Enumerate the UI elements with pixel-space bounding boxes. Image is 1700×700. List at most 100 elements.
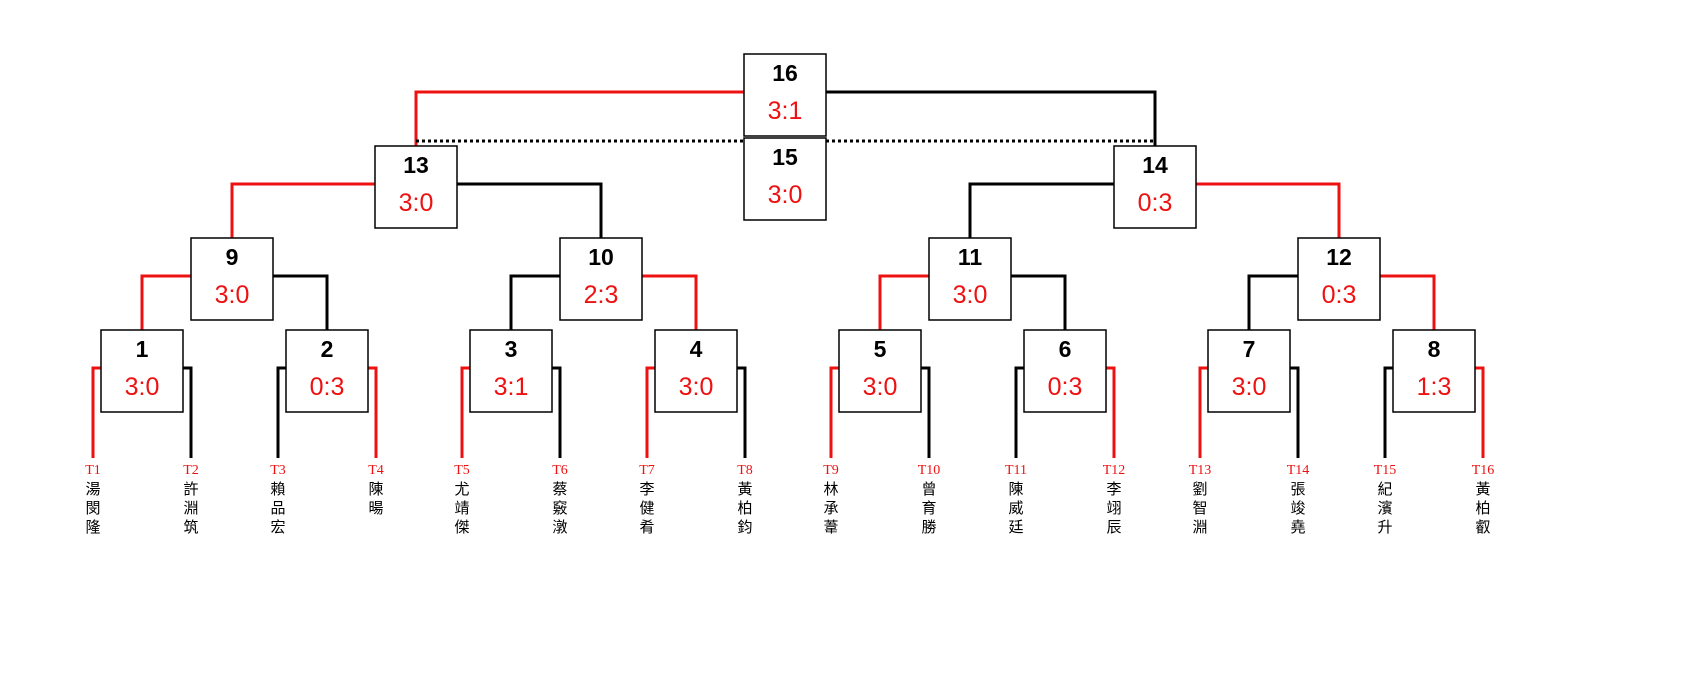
match-2: 20:3: [285, 329, 369, 413]
entry-line-2-right: [368, 366, 378, 458]
player-name-char: 承: [823, 499, 838, 517]
match-6: 60:3: [1023, 329, 1107, 413]
player-name-char: 鈞: [737, 518, 752, 536]
player-name: 陳暘: [368, 480, 383, 517]
player-name-char: 淵: [1192, 518, 1207, 536]
match-score: 0:3: [1048, 373, 1083, 401]
seed-label: T1: [85, 463, 101, 478]
match-number: 6: [1059, 336, 1072, 362]
match-14: 140:3: [1113, 145, 1197, 229]
player-name-char: 濱: [1377, 499, 1392, 517]
player-t14: T14 張竣堯: [1287, 463, 1310, 536]
match-score: 2:3: [584, 281, 619, 309]
match-3: 33:1: [469, 329, 553, 413]
match-box: [559, 237, 643, 321]
player-name-char: 黃: [1475, 480, 1490, 498]
player-name-char: 暘: [368, 499, 383, 517]
bracket-line-14-left: [968, 182, 1114, 238]
player-name-char: 威: [1008, 499, 1023, 517]
player-name-char: 靖: [454, 499, 469, 517]
seed-label: T4: [368, 463, 384, 478]
match-number: 5: [874, 336, 887, 362]
bracket-line-11-right: [1011, 274, 1067, 330]
seed-label: T10: [918, 463, 941, 478]
match-13: 133:0: [374, 145, 458, 229]
player-name-char: 淵: [183, 499, 198, 517]
player-name-char: 叡: [1475, 518, 1490, 536]
match-9: 93:0: [190, 237, 274, 321]
match-number: 14: [1142, 152, 1168, 178]
match-number: 2: [321, 336, 334, 362]
player-name-char: 升: [1377, 518, 1392, 536]
seed-label: T16: [1472, 463, 1495, 478]
entry-line-4-right: [737, 366, 747, 458]
match-box: [654, 329, 738, 413]
player-name-char: 柏: [737, 499, 752, 517]
match-score: 3:1: [494, 373, 529, 401]
player-name: 黃柏叡: [1475, 480, 1490, 536]
seed-label: T3: [270, 463, 286, 478]
seed-label: T9: [823, 463, 839, 478]
player-t4: T4 陳暘: [368, 463, 384, 517]
match-number: 1: [136, 336, 149, 362]
entry-line-4-left: [645, 366, 655, 458]
seed-label: T7: [639, 463, 655, 478]
entry-line-2-left: [276, 366, 286, 458]
seed-label: T2: [183, 463, 199, 478]
player-name-char: 閔: [85, 499, 100, 517]
player-name-char: 堯: [1290, 518, 1305, 536]
player-name-char: 湯: [85, 480, 100, 498]
player-name-char: 品: [270, 499, 285, 517]
match-11: 113:0: [928, 237, 1012, 321]
bracket-line-13-left: [230, 182, 375, 238]
entry-line-5-right: [921, 366, 931, 458]
match-box: [743, 137, 827, 221]
player-name-char: 賴: [270, 480, 285, 498]
player-name-char: 翊: [1106, 499, 1121, 517]
match-number: 10: [588, 244, 614, 270]
entry-line-8-right: [1475, 366, 1485, 458]
seed-label: T12: [1103, 463, 1126, 478]
match-16: 163:1: [743, 53, 827, 137]
player-name: 尤靖傑: [454, 480, 469, 536]
bracket-line-10-left: [509, 274, 560, 330]
player-name: 李翊辰: [1106, 480, 1121, 536]
seed-label: T6: [552, 463, 568, 478]
match-score: 3:0: [399, 189, 434, 217]
final-line-right: [826, 90, 1157, 146]
player-name-char: 辰: [1106, 518, 1121, 536]
match-score: 0:3: [1138, 189, 1173, 217]
match-number: 12: [1326, 244, 1352, 270]
player-name-char: 廷: [1008, 518, 1023, 536]
seed-label: T14: [1287, 463, 1310, 478]
match-score: 0:3: [1322, 281, 1357, 309]
bracket-line-13-right: [457, 182, 603, 238]
player-t12: T12 李翊辰: [1103, 463, 1126, 536]
match-number: 16: [772, 60, 798, 86]
match-10: 102:3: [559, 237, 643, 321]
match-number: 8: [1428, 336, 1441, 362]
player-name: 陳威廷: [1008, 480, 1023, 536]
player-name-char: 林: [823, 480, 838, 498]
player-name-char: 李: [1106, 480, 1121, 498]
player-name: 張竣堯: [1290, 480, 1305, 536]
player-name-char: 柏: [1475, 499, 1490, 517]
player-name-char: 蔡: [552, 480, 567, 498]
match-box: [100, 329, 184, 413]
entry-line-8-left: [1383, 366, 1393, 458]
player-name-char: 育: [921, 499, 936, 517]
player-name-char: 李: [639, 480, 654, 498]
match-score: 3:0: [679, 373, 714, 401]
player-name-char: 智: [1192, 499, 1207, 517]
player-name: 賴品宏: [270, 480, 285, 536]
entry-line-6-left: [1014, 366, 1024, 458]
bracket-line-10-right: [642, 274, 698, 330]
player-name: 紀濱升: [1377, 480, 1392, 536]
bracket-line-14-right: [1196, 182, 1341, 238]
match-box: [1023, 329, 1107, 413]
